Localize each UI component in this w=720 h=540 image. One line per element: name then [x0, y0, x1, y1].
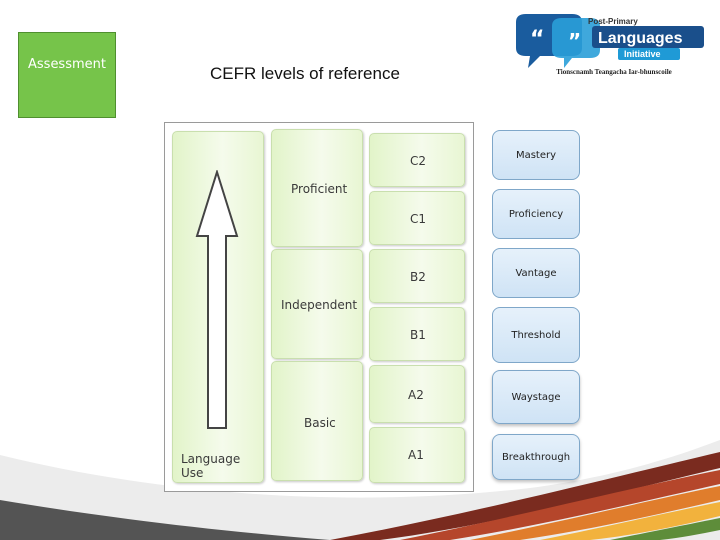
group-proficient-label: Proficient — [291, 182, 348, 196]
descriptor-mastery: Mastery — [492, 130, 580, 180]
svg-text:“: “ — [530, 27, 544, 52]
level-b2-label: B2 — [410, 270, 426, 284]
group-basic: Basic — [271, 361, 363, 481]
logo-subtitle: Tionscnamh Teangacha Iar-bhunscoile — [556, 68, 672, 76]
group-proficient: Proficient — [271, 129, 363, 247]
level-a1: A1 — [369, 427, 465, 483]
descriptor-threshold: Threshold — [492, 307, 580, 363]
descriptor-breakthrough: Breakthrough — [492, 434, 580, 480]
languages-initiative-logo: “ ” Post-Primary Languages Initiative — [516, 14, 704, 68]
logo-line1: Post-Primary — [588, 17, 638, 26]
level-c1-label: C1 — [410, 212, 427, 226]
group-basic-label: Basic — [304, 416, 336, 430]
level-b2: B2 — [369, 249, 465, 303]
level-a2-label: A2 — [408, 388, 424, 402]
cefr-diagram: Language Use Proficient Independent Basi… — [164, 122, 474, 492]
descriptor-waystage: Waystage — [492, 370, 580, 424]
level-a1-label: A1 — [408, 448, 424, 462]
descriptor-vantage: Vantage — [492, 248, 580, 298]
svg-text:”: ” — [568, 29, 581, 53]
logo-line2: Languages — [598, 30, 683, 47]
level-b1: B1 — [369, 307, 465, 361]
language-use-column: Language Use — [172, 131, 264, 483]
up-arrow-icon — [195, 170, 239, 429]
assessment-badge: Assessment — [18, 32, 116, 118]
level-c2-label: C2 — [410, 154, 427, 168]
page-title: CEFR levels of reference — [210, 64, 400, 83]
descriptor-proficiency: Proficiency — [492, 189, 580, 239]
logo-line3: Initiative — [624, 49, 661, 59]
language-use-label: Language Use — [181, 452, 241, 480]
assessment-label: Assessment — [28, 57, 106, 72]
level-c1: C1 — [369, 191, 465, 245]
level-c2: C2 — [369, 133, 465, 187]
group-independent: Independent — [271, 249, 363, 359]
level-a2: A2 — [369, 365, 465, 423]
group-independent-label: Independent — [281, 298, 358, 312]
level-b1-label: B1 — [410, 328, 426, 342]
